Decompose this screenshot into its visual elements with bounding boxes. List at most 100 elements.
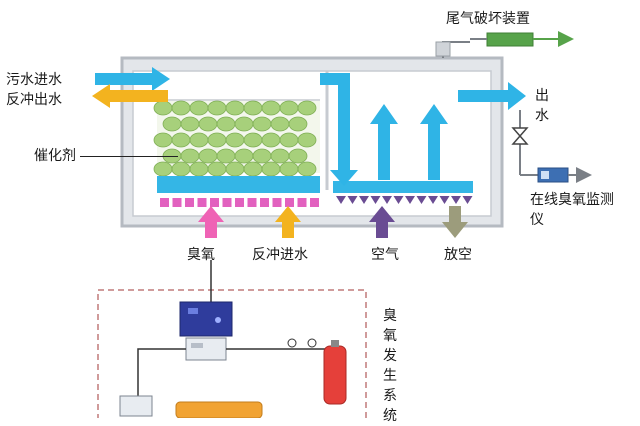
catalyst-ball: [171, 161, 191, 177]
label-online-monitor: 在线臭氧监测仪: [530, 192, 614, 228]
backwash-inlet-arrow: [275, 206, 301, 238]
diffuser-nozzle: [393, 196, 404, 204]
catalyst-ball: [297, 100, 317, 116]
collection-channel: [333, 181, 473, 193]
distributor-nozzle: [297, 198, 307, 207]
catalyst-ball: [180, 116, 200, 132]
label-tail-gas: 尾气破坏装置: [446, 11, 530, 27]
upflow-arrow-1: [370, 104, 398, 180]
catalyst-ball: [189, 132, 209, 148]
catalyst-ball: [198, 116, 218, 132]
distributor-nozzle: [310, 198, 319, 207]
label-backwash-out: 反冲出水: [6, 92, 62, 108]
catalyst-ball: [270, 116, 290, 132]
distributor-nozzle: [210, 198, 219, 207]
distributor-nozzle: [272, 198, 282, 207]
catalyst-ball: [225, 132, 245, 148]
catalyst-ball: [288, 116, 308, 132]
diffuser-nozzle: [439, 196, 450, 204]
catalyst-ball: [243, 132, 263, 148]
catalyst-ball: [216, 148, 236, 164]
outlet-arrow: [458, 82, 526, 110]
tail-gas-port: [435, 41, 451, 57]
air-diffuser: [336, 196, 473, 204]
distributor-nozzle: [185, 198, 194, 207]
label-vent: 放空: [444, 247, 472, 263]
catalyst-ball: [243, 100, 263, 116]
catalyst-ball: [297, 161, 317, 177]
diffuser-nozzle: [370, 196, 381, 204]
vent-arrow: [442, 206, 468, 238]
catalyst-ball: [189, 161, 209, 177]
catalyst-ball: [252, 148, 272, 164]
overflow-flow-arrow: [320, 73, 358, 186]
catalyst-ball: [261, 161, 281, 177]
catalyst-ball: [198, 148, 218, 164]
label-backwash-in: 反冲进水: [252, 247, 308, 263]
valve-icon: [511, 127, 529, 145]
label-ozone: 臭氧: [187, 247, 215, 263]
catalyst-ball: [189, 100, 209, 116]
distributor-nozzle: [247, 198, 257, 207]
catalyst-ball: [279, 161, 299, 177]
catalyst-ball: [207, 132, 227, 148]
distributor-nozzle: [197, 198, 207, 207]
catalyst-ball: [207, 161, 227, 177]
label-catalyst: 催化剂: [34, 148, 76, 164]
diffuser-nozzle: [451, 196, 461, 204]
support-plate: [157, 176, 320, 193]
ozone-inlet-arrow: [198, 206, 224, 238]
distributor-nozzle: [160, 198, 169, 207]
ozone-generator: [179, 301, 233, 337]
catalyst-ball: [297, 132, 317, 148]
catalyst-ball: [216, 116, 236, 132]
gas-pipe-loop: [137, 348, 340, 400]
upflow-arrow-2: [420, 104, 448, 180]
catalyst-ball: [153, 100, 173, 116]
ozone-distributor: [160, 198, 319, 207]
diffuser-nozzle: [416, 196, 427, 204]
catalyst-balls: [153, 100, 317, 177]
diffuser-nozzle: [462, 196, 473, 204]
distributor-nozzle: [222, 198, 232, 207]
catalyst-ball: [234, 148, 254, 164]
distributor-nozzle: [172, 198, 182, 207]
catalyst-ball: [171, 132, 191, 148]
catalyst-ball: [279, 132, 299, 148]
catalyst-ball: [252, 116, 272, 132]
catalyst-ball: [270, 148, 290, 164]
catalyst-ball: [225, 100, 245, 116]
backwash-outlet-arrow: [92, 84, 168, 108]
diffuser-nozzle: [347, 196, 358, 204]
air-compressor: [119, 395, 153, 417]
gas-dryer: [185, 337, 227, 361]
catalyst-ball: [207, 100, 227, 116]
wastewater-inlet-arrow: [95, 67, 170, 91]
catalyst-ball: [180, 148, 200, 164]
generator-system-frame: [97, 289, 367, 418]
pressure-gauge-1: [287, 338, 297, 348]
catalyst-ball: [279, 100, 299, 116]
diffuser-nozzle: [405, 196, 415, 204]
catalyst-leader-line: [80, 156, 178, 157]
label-generator-system: 臭氧发生系统: [383, 308, 397, 424]
distributor-nozzle: [285, 198, 294, 207]
diffuser-nozzle: [428, 196, 438, 204]
catalyst-ball: [225, 161, 245, 177]
distributor-nozzle: [235, 198, 244, 207]
catalyst-ball: [171, 100, 191, 116]
catalyst-ball: [261, 100, 281, 116]
air-inlet-arrow: [369, 206, 395, 238]
catalyst-ball: [288, 148, 308, 164]
catalyst-ball: [153, 132, 173, 148]
label-outlet: 出水: [535, 88, 549, 124]
catalyst-ball: [153, 161, 173, 177]
diffuser-nozzle: [359, 196, 369, 204]
oxygen-cylinder: [323, 345, 347, 405]
catalyst-ball: [234, 116, 254, 132]
diffuser-nozzle: [382, 196, 392, 204]
label-wastewater-in: 污水进水: [6, 72, 62, 88]
label-air: 空气: [371, 247, 399, 263]
